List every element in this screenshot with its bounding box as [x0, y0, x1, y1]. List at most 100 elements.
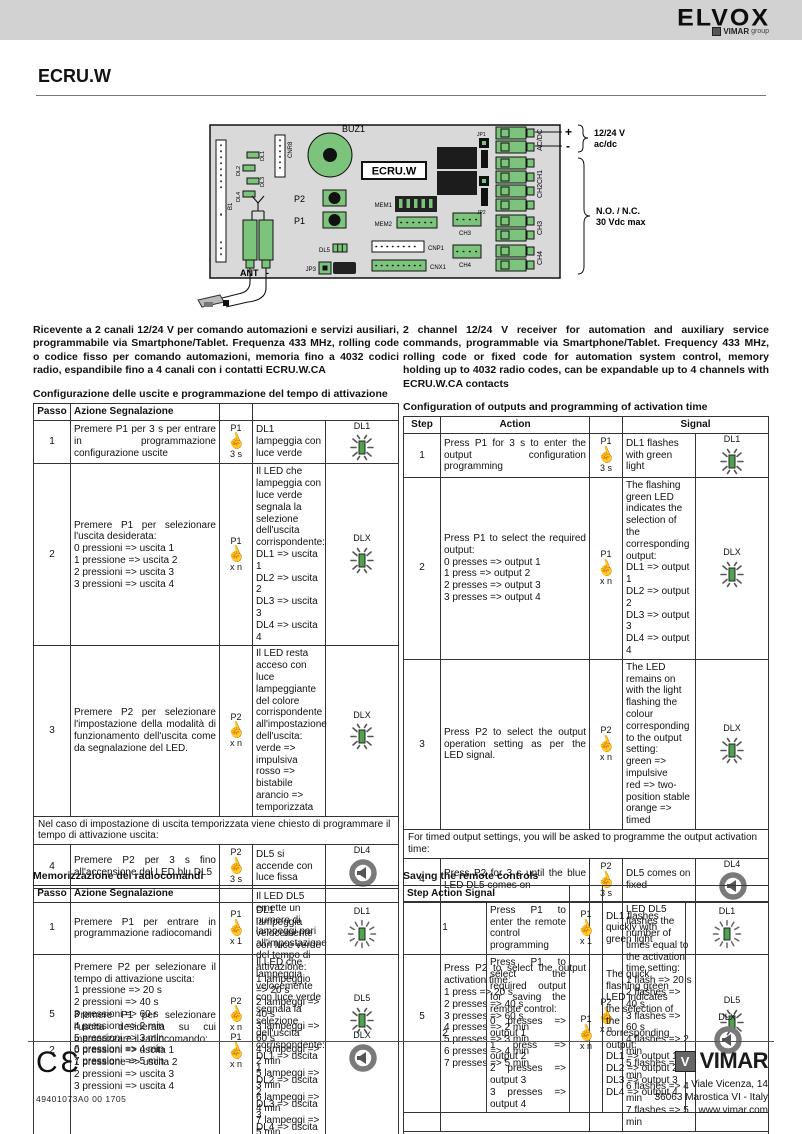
button-name: P1: [600, 436, 612, 447]
ch4-connector: CH4: [452, 244, 482, 269]
header-step: Passo: [33, 885, 71, 903]
table-row: 3 Premere P2 per selezionare l'impostazi…: [33, 645, 399, 817]
footer-divider: [28, 1041, 774, 1042]
led-flashing-icon: [350, 724, 374, 750]
button-cell: P1 ☝ x n: [219, 463, 253, 647]
press-count: x n: [229, 1058, 242, 1069]
svg-text:30 Vdc max: 30 Vdc max: [596, 217, 646, 227]
relays: [437, 147, 477, 195]
led-cell: DLX: [325, 463, 399, 647]
press-count: 3 s: [599, 462, 612, 473]
led-flashing-icon: [350, 548, 374, 574]
dl5-led: DL5: [319, 243, 348, 254]
led-cell: DLX: [695, 658, 769, 830]
jp2-jumper: JP2: [477, 176, 489, 216]
action-cell: Press P1 to select the required output: …: [440, 476, 590, 660]
button-cell: P1 ☝ x n: [589, 476, 623, 660]
led-fast-flashing-icon: [712, 919, 742, 949]
led-cell: DLX: [685, 953, 769, 1114]
timed-note: For timed output settings, you will be a…: [403, 828, 769, 859]
jp1-jumper: JP1: [477, 132, 489, 168]
led-name: DLX: [718, 1012, 736, 1023]
vimar-logo: V VIMAR: [655, 1048, 769, 1074]
led-name: DL1: [353, 905, 371, 916]
document-code: 49401073A0 00 1705: [36, 1094, 127, 1104]
timed-note-row: For timed output settings, you will be a…: [403, 828, 769, 859]
svg-text:JP3: JP3: [306, 267, 317, 273]
press-count: 3 s: [229, 449, 242, 460]
b1-connector: B1: [215, 139, 234, 263]
led-cell: DL1: [695, 432, 769, 478]
svg-text:P1: P1: [294, 216, 305, 226]
svg-text:12/24 V: 12/24 V: [594, 128, 625, 138]
memo-table-en: Step Action Signal 1 Press P1 to enter t…: [403, 885, 769, 1114]
button-name: P1: [230, 535, 242, 546]
top-banner: [0, 0, 802, 40]
step-number: 2: [403, 476, 441, 660]
title-divider: [36, 95, 766, 96]
address-line-2: 36063 Marostica VI - Italy: [654, 1092, 768, 1103]
timed-note: Nel caso di impostazione di uscita tempo…: [33, 815, 399, 846]
button-cell: P1 ☝ 3 s: [589, 432, 623, 478]
table-header-row: Step Action Signal: [403, 416, 769, 434]
vimar-group-logo: VIMAR group: [712, 27, 769, 36]
svg-text:JP1: JP1: [477, 132, 486, 138]
svg-text:DL3: DL3: [260, 177, 266, 187]
led-flashing-icon: [350, 435, 374, 461]
action-cell: Premere P1 per 3 s per entrare in progra…: [70, 419, 220, 465]
svg-text:CH2CH1: CH2CH1: [537, 170, 544, 198]
button-name: P2: [230, 711, 242, 722]
led-name: DLX: [723, 722, 741, 733]
signal-cell: Il LED che lampeggia con luce verde segn…: [252, 463, 326, 647]
press-count: x 1: [579, 935, 592, 946]
button-name: P1: [230, 422, 242, 433]
mem1-connector: MEM1: [375, 196, 437, 212]
led-flashing-icon: [720, 448, 744, 475]
svg-text:-: -: [266, 268, 269, 278]
action-cell: Press P2 to select the output operation …: [440, 658, 590, 830]
step-number: 3: [33, 645, 71, 817]
signal-cell: DL1 flashes quickly with green light: [602, 901, 686, 955]
contacts-annotation: N.O. / N.C. 30 Vdc max: [577, 157, 646, 275]
timed-note-row: Nel caso di impostazione di uscita tempo…: [33, 815, 399, 846]
led-name: DLX: [353, 1029, 371, 1040]
svg-text:CH4: CH4: [459, 263, 472, 269]
footer-brand-block: V VIMAR Viale Vicenza, 14 36063 Marostic…: [654, 1048, 769, 1117]
led-fast-flashing-icon: [347, 919, 377, 949]
button-cell: P2 ☝ x n: [219, 645, 253, 817]
svg-text:CH3: CH3: [537, 221, 544, 235]
led-name: DLX: [353, 533, 371, 544]
svg-text:DL1: DL1: [260, 151, 266, 161]
led-name: DL1: [353, 420, 371, 431]
action-cell: Press P1 for 3 s to enter the output con…: [440, 432, 590, 478]
svg-text:N.O. / N.C.: N.O. / N.C.: [596, 206, 640, 216]
supply-annotation: + - 12/24 V ac/dc: [535, 124, 625, 153]
speaker-circle-icon: [347, 1042, 377, 1072]
action-cell: Press P1 to select the required output f…: [486, 953, 570, 1114]
svg-text:CNP1: CNP1: [428, 246, 445, 252]
svg-text:CH3: CH3: [459, 231, 472, 237]
intro-paragraph-it: Ricevente a 2 canali 12/24 V per comando…: [33, 324, 399, 377]
ch3-connector: CH3: [452, 212, 482, 237]
signal-cell: DL1 lampeggia velocemente con luce verde: [252, 901, 326, 955]
cnr8-connector: CNR8: [274, 134, 294, 178]
step-number: 1: [403, 432, 441, 478]
vimar-group-name: VIMAR: [723, 27, 750, 36]
vimar-square-icon: V: [674, 1050, 696, 1072]
led-name: DL1: [718, 905, 736, 916]
led-flashing-icon: [720, 561, 744, 588]
led-name: DLX: [353, 709, 371, 720]
led-name: DLX: [723, 546, 741, 557]
led-cell: DL1: [325, 419, 399, 465]
table-row: 3 Press P2 to select the output operatio…: [403, 658, 769, 830]
config-section-title-en: Configuration of outputs and programming…: [403, 401, 708, 414]
table-row: 2 Press P1 to select the required output…: [403, 953, 769, 1114]
elvox-logo: ELVOX: [677, 4, 770, 32]
memo-title-it: Memorizzazione dei radiocomandi: [33, 870, 204, 882]
svg-text:MEM1: MEM1: [375, 203, 393, 209]
action-cell: Press P1 to enter the remote control pro…: [486, 901, 570, 955]
button-cell: P2 ☝ 3 s: [219, 844, 253, 890]
led-cell: DLX: [695, 476, 769, 660]
table-row: 1 Press P1 for 3 s to enter the output c…: [403, 432, 769, 478]
svg-text:MEM2: MEM2: [375, 222, 393, 228]
